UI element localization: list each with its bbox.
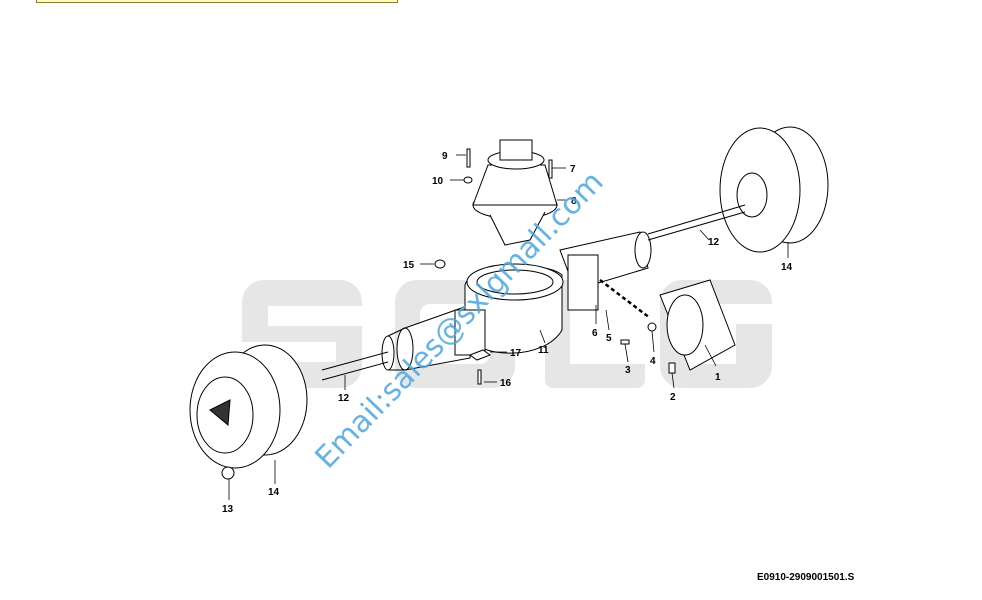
callout-17: 17 bbox=[510, 348, 522, 359]
callout-8: 8 bbox=[571, 196, 577, 207]
wheel-hub-right bbox=[719, 126, 829, 253]
callout-14-right: 14 bbox=[781, 262, 793, 273]
callout-3: 3 bbox=[625, 365, 631, 376]
callout-13: 13 bbox=[222, 504, 234, 515]
callout-11: 11 bbox=[538, 345, 549, 356]
axle-housing bbox=[381, 231, 652, 371]
fasteners bbox=[221, 148, 676, 480]
callout-10: 10 bbox=[432, 176, 444, 187]
callout-4: 4 bbox=[650, 356, 656, 367]
callout-7: 7 bbox=[570, 164, 576, 175]
dashed-link bbox=[599, 279, 651, 319]
part-callouts: 1 2 3 4 5 6 7 8 9 10 11 12 12 13 14 14 1… bbox=[222, 151, 793, 515]
wheel-hub-left bbox=[189, 344, 308, 469]
callout-12-right: 12 bbox=[708, 237, 720, 248]
callout-2: 2 bbox=[670, 392, 676, 403]
callout-1: 1 bbox=[715, 372, 721, 383]
callout-5: 5 bbox=[606, 333, 612, 344]
callout-15: 15 bbox=[403, 260, 415, 271]
callout-12-left: 12 bbox=[338, 393, 350, 404]
differential-carrier bbox=[472, 139, 558, 246]
callout-14-left: 14 bbox=[268, 487, 280, 498]
drawing-number-caption: E0910-2909001501.S bbox=[757, 572, 855, 583]
callout-16: 16 bbox=[500, 378, 512, 389]
half-shafts bbox=[321, 204, 746, 381]
brake-pump-unit bbox=[659, 279, 736, 371]
callout-9: 9 bbox=[442, 151, 448, 162]
top-banner bbox=[36, 0, 398, 3]
callout-6: 6 bbox=[592, 328, 598, 339]
leader-lines bbox=[228, 154, 789, 500]
